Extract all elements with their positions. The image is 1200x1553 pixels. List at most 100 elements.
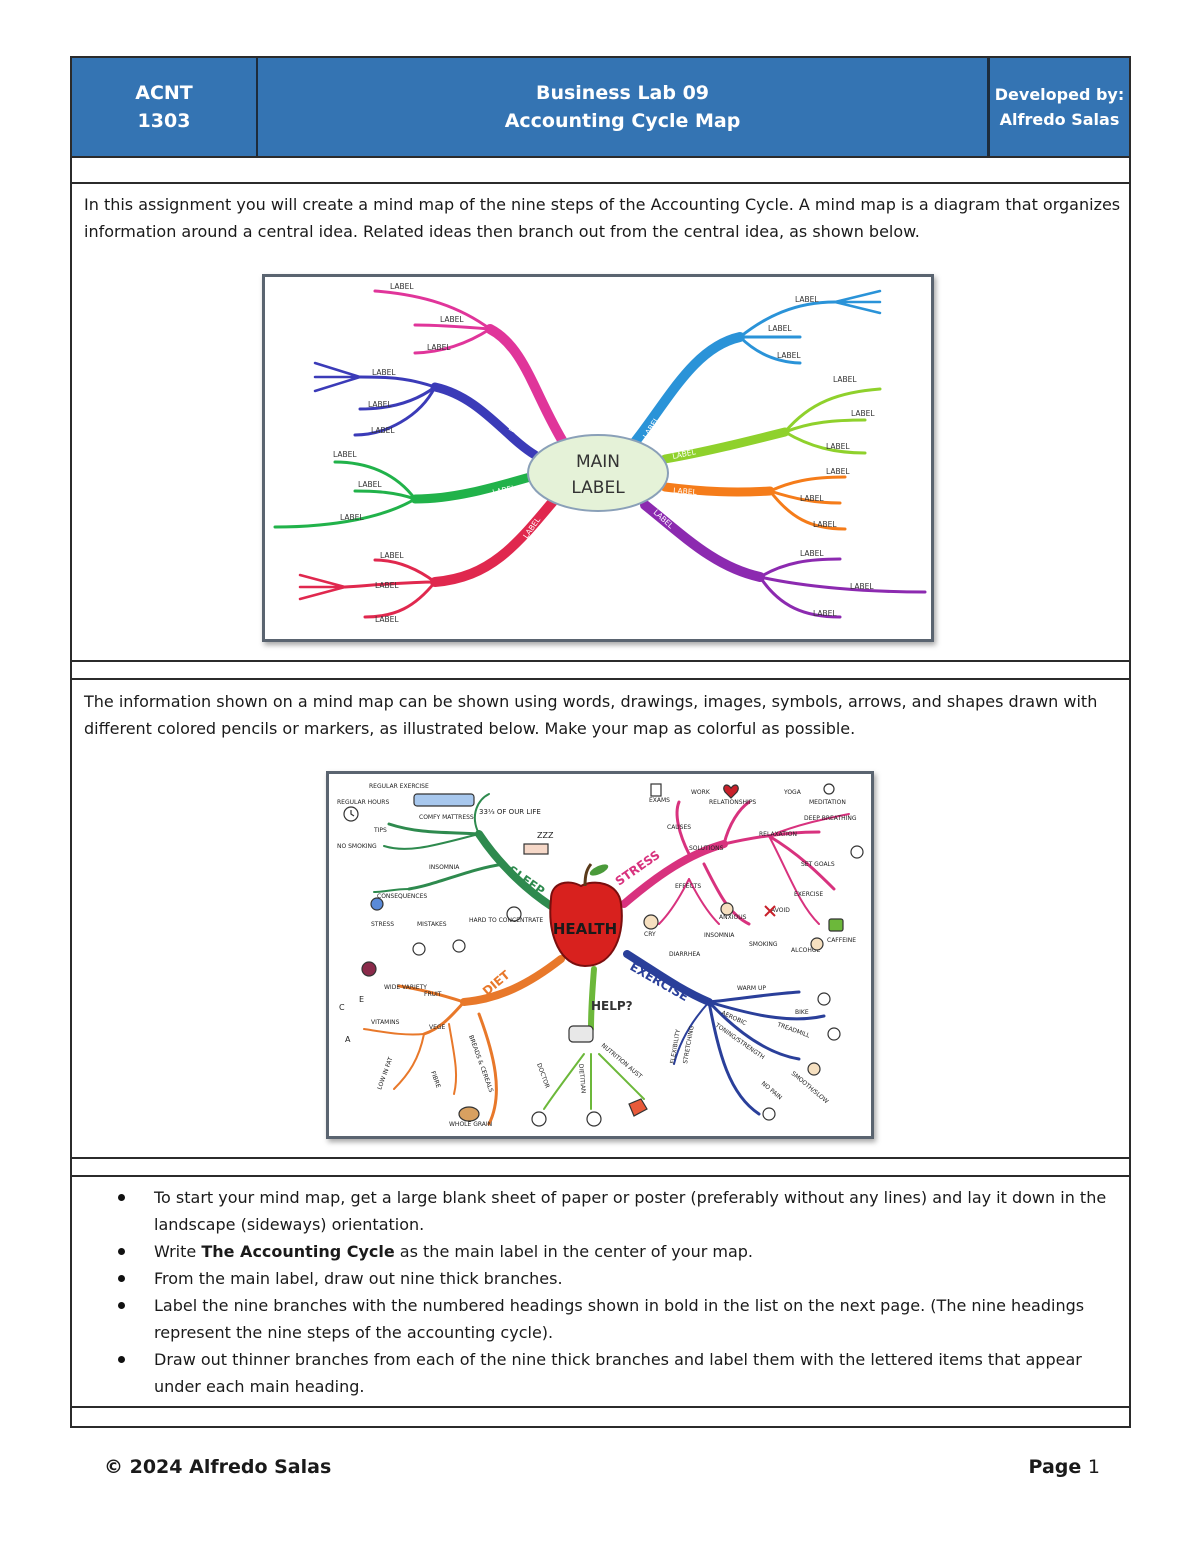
mind-map-example-figure: MAIN LABEL LABEL LABEL LABEL LABEL LABEL…	[262, 274, 934, 642]
fruit-icon	[361, 961, 377, 977]
branch-label: LABEL	[813, 520, 837, 529]
instruction-item: Write The Accounting Cycle as the main l…	[114, 1238, 1124, 1265]
stress-item: CAFFEINE	[827, 937, 856, 944]
document-title: Business Lab 09 Accounting Cycle Map	[258, 58, 990, 156]
broken-heart-icon	[723, 784, 739, 799]
diet-item: WHOLE GRAIN	[449, 1121, 492, 1128]
divider	[72, 660, 1129, 662]
page-number: 1	[1087, 1456, 1100, 1478]
diet-item: C	[339, 1003, 345, 1012]
stress-item: EXAMS	[649, 797, 670, 804]
face-icon	[850, 845, 864, 859]
clock-icon	[343, 806, 359, 822]
diet-item: FIBRE	[429, 1070, 442, 1089]
sleep-item: NO SMOKING	[337, 843, 377, 850]
sleep-item: MISTAKES	[417, 921, 447, 928]
stress-item: CRY	[644, 931, 656, 938]
branch-label: LABEL	[673, 486, 698, 497]
exercise-item: SMOOTH/SLOW	[790, 1070, 830, 1105]
branch-purple	[640, 500, 927, 619]
branch-label: LABEL	[390, 282, 414, 291]
branch-label: LABEL	[372, 368, 396, 377]
sleep-item: HARD TO CONCENTRATE	[469, 917, 543, 924]
treadmill-icon	[827, 1027, 841, 1041]
globe-icon	[370, 897, 384, 911]
branch-label: LABEL	[368, 400, 392, 409]
doctor-icon	[531, 1111, 547, 1127]
sleep-item: TIPS	[373, 827, 387, 834]
exam-paper-icon	[650, 783, 662, 797]
branch-stress	[620, 800, 850, 926]
intro-paragraph: In this assignment you will create a min…	[84, 195, 1121, 241]
branch-lime	[660, 387, 882, 464]
sleep-item: REGULAR EXERCISE	[369, 783, 429, 790]
branch-label: LABEL	[800, 494, 824, 503]
diet-item: FRUIT	[424, 991, 442, 998]
branch-light-blue	[630, 289, 882, 447]
title-line2: Accounting Cycle Map	[504, 110, 741, 132]
divider	[72, 156, 1129, 158]
branch-exercise	[623, 950, 826, 1116]
stress-item: ANXIOUS	[719, 914, 747, 921]
branch-label: LABEL	[358, 480, 382, 489]
page-word: Page	[1028, 1456, 1082, 1478]
mattress-icon	[413, 793, 475, 807]
branch-diet	[363, 955, 565, 1126]
stress-item: WORK	[691, 789, 711, 796]
branch-label: LABEL	[375, 615, 399, 624]
divider	[72, 1175, 1129, 1177]
instructions-list: To start your mind map, get a large blan…	[114, 1184, 1124, 1400]
health-mind-map-figure: HEALTH SLEEP STRESS DIET EXERCISE HELP? …	[326, 771, 874, 1139]
branch-blue	[313, 361, 540, 460]
crying-face-icon	[643, 914, 659, 930]
branch-label: LABEL	[375, 581, 399, 590]
sleep-item: COMFY MATTRESS	[419, 814, 474, 821]
health-mind-map-drawing: HEALTH SLEEP STRESS DIET EXERCISE HELP? …	[337, 783, 864, 1128]
branch-green	[273, 460, 535, 529]
stress-item: SMOKING	[749, 941, 778, 948]
branch-label: LABEL	[813, 609, 837, 618]
exercise-item: NO PAIN	[760, 1080, 783, 1101]
instruction-text: Write	[154, 1242, 202, 1261]
branch-label: LABEL	[826, 467, 850, 476]
weightlifter-icon	[807, 1062, 821, 1076]
diet-item: VEGE	[429, 1024, 446, 1031]
stress-item: EFFECTS	[675, 883, 701, 890]
course-line1: ACNT	[135, 82, 193, 104]
bike-icon	[817, 992, 831, 1006]
mind-map-diagram: MAIN LABEL LABEL LABEL LABEL LABEL LABEL…	[273, 282, 927, 624]
course-code: ACNT 1303	[72, 58, 258, 156]
instruction-text: as the main label in the center of your …	[394, 1242, 753, 1261]
exercise-item: WARM UP	[737, 985, 766, 992]
stress-item: DEEP BREATHING	[804, 815, 857, 822]
instruction-item: From the main label, draw out nine thick…	[114, 1265, 1124, 1292]
header-bar: ACNT 1303 Business Lab 09 Accounting Cyc…	[72, 58, 1129, 156]
developer-credit: Developed by: Alfredo Salas	[990, 58, 1129, 156]
branch-orange	[660, 475, 847, 531]
avoid-x-icon	[764, 905, 776, 917]
instruction-item: Label the nine branches with the numbere…	[114, 1292, 1124, 1346]
branch-label: LABEL	[768, 324, 792, 333]
stress-item: CAUSES	[667, 824, 691, 831]
divider	[72, 1406, 1129, 1408]
branch-magenta	[373, 289, 570, 450]
stress-item: MEDITATION	[809, 799, 846, 806]
sleep-item: 33⅓ OF OUR LIFE	[479, 808, 541, 816]
center-health-label: HEALTH	[553, 920, 617, 938]
branch-help-label: HELP?	[591, 999, 633, 1013]
branch-label: LABEL	[371, 426, 395, 435]
branch-label: LABEL	[826, 442, 850, 451]
sleep-item: STRESS	[371, 921, 394, 928]
stress-item: ALCOHOL	[791, 947, 821, 954]
bread-icon	[458, 1106, 480, 1122]
australia-icon	[628, 1098, 648, 1117]
bed-icon	[523, 843, 549, 855]
footer-page: Page 1	[1029, 1456, 1100, 1478]
branch-label: LABEL	[795, 295, 819, 304]
branch-help	[543, 966, 645, 1110]
diet-item: WIDE VARIETY	[384, 984, 427, 991]
anxious-face-icon	[720, 902, 734, 916]
main-label-line1: MAIN	[576, 452, 620, 472]
main-label-ellipse	[527, 434, 669, 512]
divider	[72, 678, 1129, 680]
